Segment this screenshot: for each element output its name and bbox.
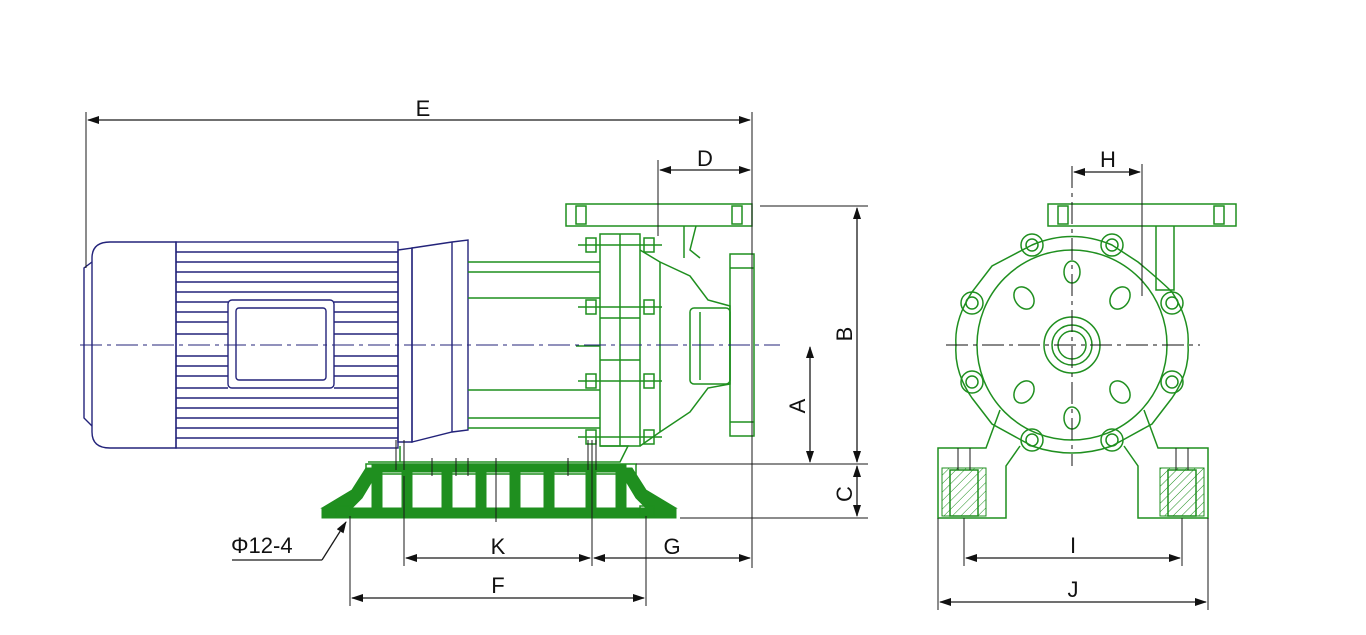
end-dimensions: H I J [937,147,1209,610]
motor [83,239,469,449]
end-feet [937,409,1209,519]
pump-casing [639,249,731,447]
dimension-label-e: E [416,96,431,121]
dimension-label-k: K [491,534,506,559]
base-plate [320,440,678,522]
side-view [80,203,780,522]
motor-fins [176,251,398,439]
dimension-label-i: I [1070,533,1076,558]
pump [368,203,755,463]
dimension-label-a: A [785,398,810,413]
dimension-label-g: G [663,534,680,559]
end-view [937,166,1237,519]
dimension-label-b: B [832,327,857,342]
dimension-label-d: D [697,146,713,171]
dimension-label-j: J [1068,577,1079,602]
dimension-label-f: F [491,573,504,598]
side-dimensions: E D B A C K G F Φ12-4 [85,96,868,606]
motor-flange [411,239,469,443]
end-bolt-holes [960,233,1184,452]
hole-note: Φ12-4 [231,533,293,558]
dimension-label-h: H [1100,147,1116,172]
discharge-flange [565,203,753,227]
terminal-box [227,299,335,389]
dimension-label-c: C [832,486,857,502]
